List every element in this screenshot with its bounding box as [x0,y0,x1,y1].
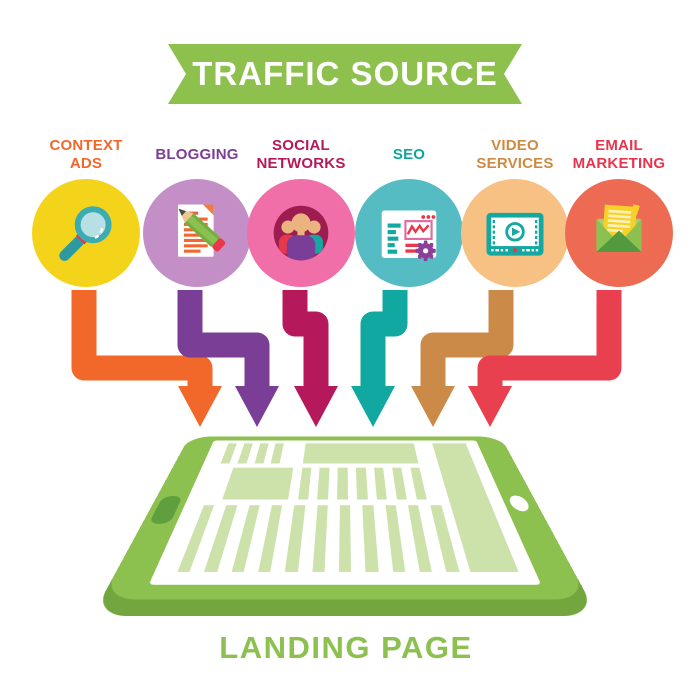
source-column-video-services: VIDEO SERVICES [458,134,572,287]
source-circle [565,179,673,287]
wireframe-image-block [221,467,294,500]
source-column-social-networks: SOCIAL NETWORKS [244,134,358,287]
source-column-seo: SEO [352,134,466,287]
source-column-email-marketing: EMAIL MARKETING [562,134,676,287]
source-circle [355,179,463,287]
source-circle [32,179,140,287]
landing-page-label: LANDING PAGE [219,630,473,665]
arrow-blogging [177,290,270,388]
banner-ribbon [168,44,522,104]
arrow-seo [360,290,408,388]
arrow-video-services [420,290,514,388]
source-column-blogging: BLOGGING [140,134,254,287]
source-label: SOCIAL NETWORKS [256,137,346,172]
arrowhead-seo [351,386,395,427]
arrowhead-social-networks [294,386,338,427]
video-player-icon [486,212,544,256]
banner-title: TRAFFIC SOURCE [192,55,498,92]
wireframe-bar-group [177,505,460,573]
source-label: CONTEXT ADS [49,137,123,172]
wireframe-bar-group [297,467,428,500]
arrowhead-email-marketing [468,386,512,427]
wireframe-bar-group [220,443,285,464]
source-label: VIDEO SERVICES [476,137,554,172]
arrowhead-video-services [411,386,455,427]
source-label: BLOGGING [155,146,239,163]
source-circle [461,179,569,287]
source-label: SEO [392,146,426,163]
people-icon [273,205,329,261]
arrow-context-ads [71,290,213,388]
arrow-social-networks [282,290,329,388]
magnifier-icon [59,206,112,261]
arrowhead-context-ads [178,386,222,427]
source-label: EMAIL MARKETING [572,137,666,172]
wireframe-header-block [302,443,419,464]
arrow-email-marketing [477,290,622,388]
tablet-screen [148,440,542,585]
source-column-context-ads: CONTEXT ADS [29,134,143,287]
source-circle [143,179,251,287]
browser-analytics-icon [381,210,437,262]
source-circle [247,179,355,287]
document-pencil-icon [178,204,226,257]
email-envelope-icon [596,204,642,252]
arrowhead-blogging [235,386,279,427]
